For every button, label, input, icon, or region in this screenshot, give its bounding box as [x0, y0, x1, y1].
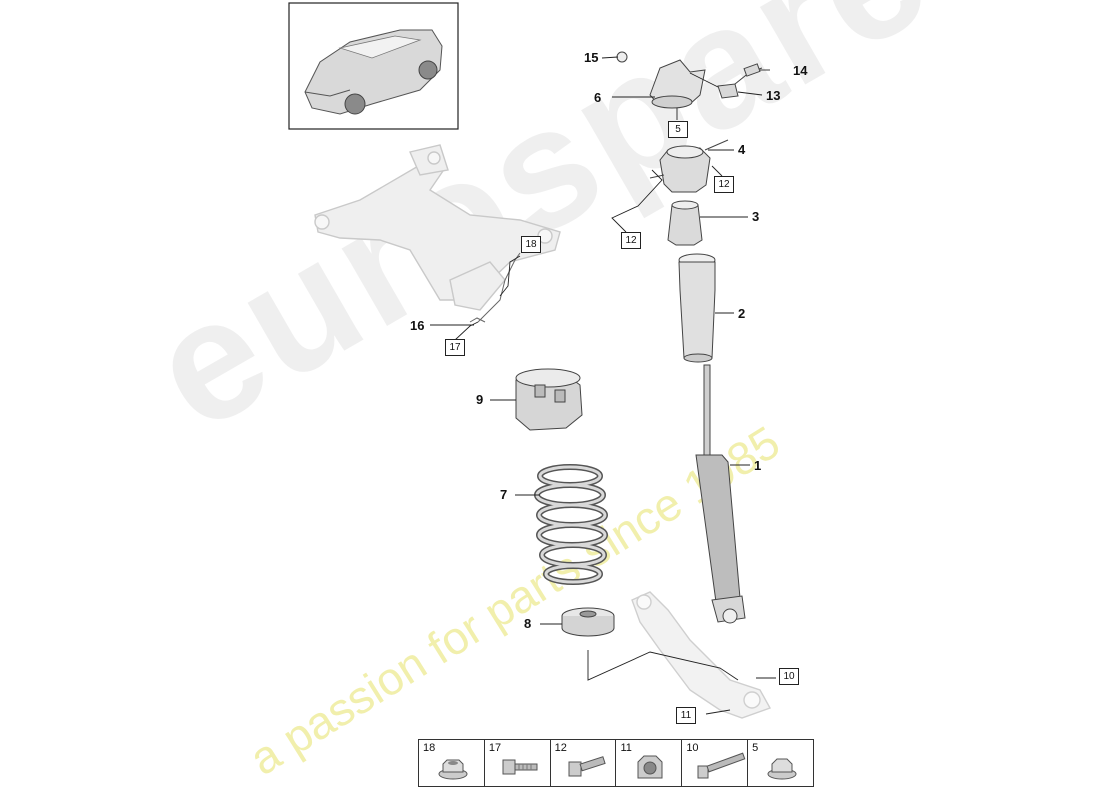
callout-8[interactable]: 8	[524, 616, 532, 631]
fastener-number: 10	[686, 742, 699, 754]
boxed-callout-18[interactable]: 18	[521, 236, 541, 253]
fastener-number: 18	[423, 742, 436, 754]
callout-3[interactable]: 3	[752, 209, 760, 224]
boxed-callout-11[interactable]: 11	[676, 707, 696, 724]
callout-6[interactable]: 6	[594, 90, 602, 105]
lower-control-arm	[631, 591, 772, 719]
vehicle-thumbnail	[288, 2, 459, 130]
callout-15[interactable]: 15	[584, 50, 599, 65]
boxed-callout-10[interactable]: 10	[779, 668, 799, 685]
fastener-cell-18[interactable]: 18	[419, 740, 485, 786]
fastener-number: 5	[752, 742, 759, 754]
level-sensor	[717, 63, 763, 99]
callout-13[interactable]: 13	[766, 88, 781, 103]
fastener-number: 11	[620, 742, 632, 754]
upper-spring-seat	[515, 368, 583, 431]
callout-9[interactable]: 9	[476, 392, 484, 407]
upper-strut-mount	[649, 139, 729, 193]
callout-16[interactable]: 16	[410, 318, 425, 333]
callout-1[interactable]: 1	[754, 458, 762, 473]
boxed-callout-12-upper[interactable]: 12	[714, 176, 734, 193]
shock-absorber	[695, 454, 746, 624]
flange-nut-icon	[438, 759, 468, 780]
bump-stop	[667, 200, 703, 246]
hex-nut-icon	[767, 758, 797, 780]
boxed-callout-5[interactable]: 5	[668, 121, 688, 138]
long-bolt-icon	[697, 752, 746, 779]
callout-7[interactable]: 7	[500, 487, 508, 502]
fastener-cell-17[interactable]: 17	[485, 740, 551, 786]
boxed-callout-17[interactable]: 17	[445, 339, 465, 356]
bushing-nut-icon	[637, 755, 663, 779]
callout-2[interactable]: 2	[738, 306, 746, 321]
bolt-icon	[502, 759, 538, 775]
top-mount-bracket	[616, 51, 706, 109]
rear-subframe	[314, 144, 561, 311]
fastener-cell-10[interactable]: 10	[682, 740, 749, 786]
fastener-cell-5[interactable]: 5	[748, 740, 813, 786]
fastener-table: 18 17 12 11 10 5	[418, 739, 814, 787]
fastener-cell-12[interactable]: 12	[551, 740, 617, 786]
lower-spring-seat	[561, 607, 615, 637]
fastener-number: 17	[488, 742, 502, 754]
fastener-number: 12	[554, 742, 567, 754]
piston-rod	[703, 364, 711, 456]
dust-boot	[678, 253, 716, 363]
callout-4[interactable]: 4	[738, 142, 746, 157]
leader-lines	[430, 56, 776, 715]
callout-14[interactable]: 14	[793, 63, 808, 78]
bolt-icon	[568, 756, 606, 777]
boxed-callout-12-lower[interactable]: 12	[621, 232, 641, 249]
fastener-cell-11[interactable]: 11	[616, 740, 683, 786]
